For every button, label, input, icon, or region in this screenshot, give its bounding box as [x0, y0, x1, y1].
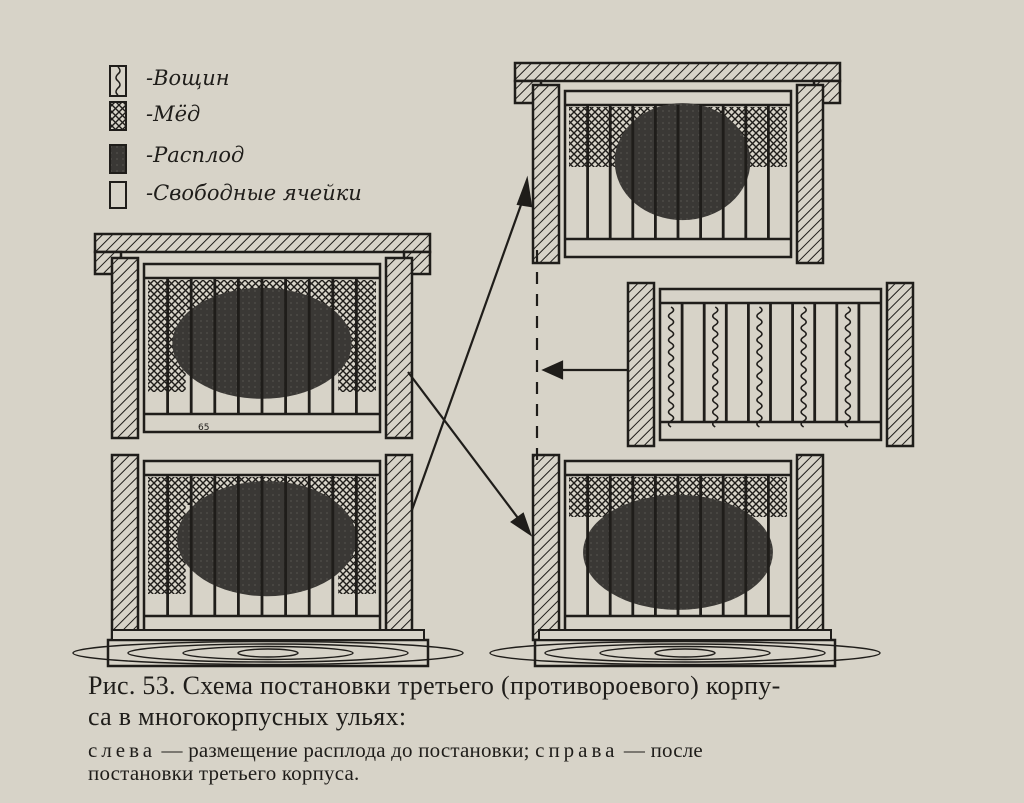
bottom-board-before — [72, 629, 464, 668]
hive-before: 65 — [72, 232, 464, 668]
caption-mid: — размещение расплода до постановки; — [156, 738, 536, 762]
wax-foundation — [844, 306, 852, 428]
legend-empty-swatch — [109, 181, 127, 209]
legend-honey-label: -Мёд — [146, 102, 201, 126]
lower-body-before — [110, 453, 414, 642]
caption-left-word: слева — [88, 738, 157, 762]
legend-empty-label: -Свободные ячейки — [146, 181, 362, 205]
third-body-inserted — [626, 281, 915, 448]
legend-wax-swatch — [109, 65, 127, 97]
wax-foundation — [756, 306, 763, 428]
arrow-lower-to-top — [410, 187, 529, 511]
upper-body-after — [531, 83, 825, 265]
arrow-new-body-head — [541, 360, 564, 380]
wax-foundation — [711, 306, 719, 428]
legend-wax-label: -Вощин — [146, 66, 230, 90]
legend-brood-swatch — [109, 144, 127, 174]
lower-body-after — [531, 453, 825, 642]
brood-area — [177, 481, 357, 597]
wax-foundation — [667, 306, 675, 428]
caption-title-cont: са в многокорпусных ульях: — [88, 702, 407, 731]
caption-explanation: слева — размещение расплода до постановк… — [88, 738, 703, 763]
caption-title: Рис. 53. Схема постановки третьего (прот… — [88, 671, 781, 700]
legend-brood-label: -Расплод — [146, 143, 245, 167]
brood-area — [614, 103, 751, 221]
wax-foundation — [800, 306, 807, 428]
frame-label: 65 — [198, 423, 209, 433]
legend — [109, 65, 127, 209]
hive-after — [489, 61, 915, 668]
arrows — [407, 175, 628, 537]
arrow-upper-to-bottom — [407, 371, 525, 527]
caption-end: — после — [618, 738, 703, 762]
arrow-lower-to-top-head — [516, 175, 533, 208]
bottom-board-after — [489, 629, 881, 668]
caption-right-word: справа — [535, 738, 619, 762]
legend-honey-swatch — [109, 101, 127, 131]
arrow-upper-to-bottom-head — [510, 512, 533, 537]
caption-explanation-cont: постановки третьего корпуса. — [88, 761, 360, 785]
upper-body-before — [110, 256, 414, 440]
